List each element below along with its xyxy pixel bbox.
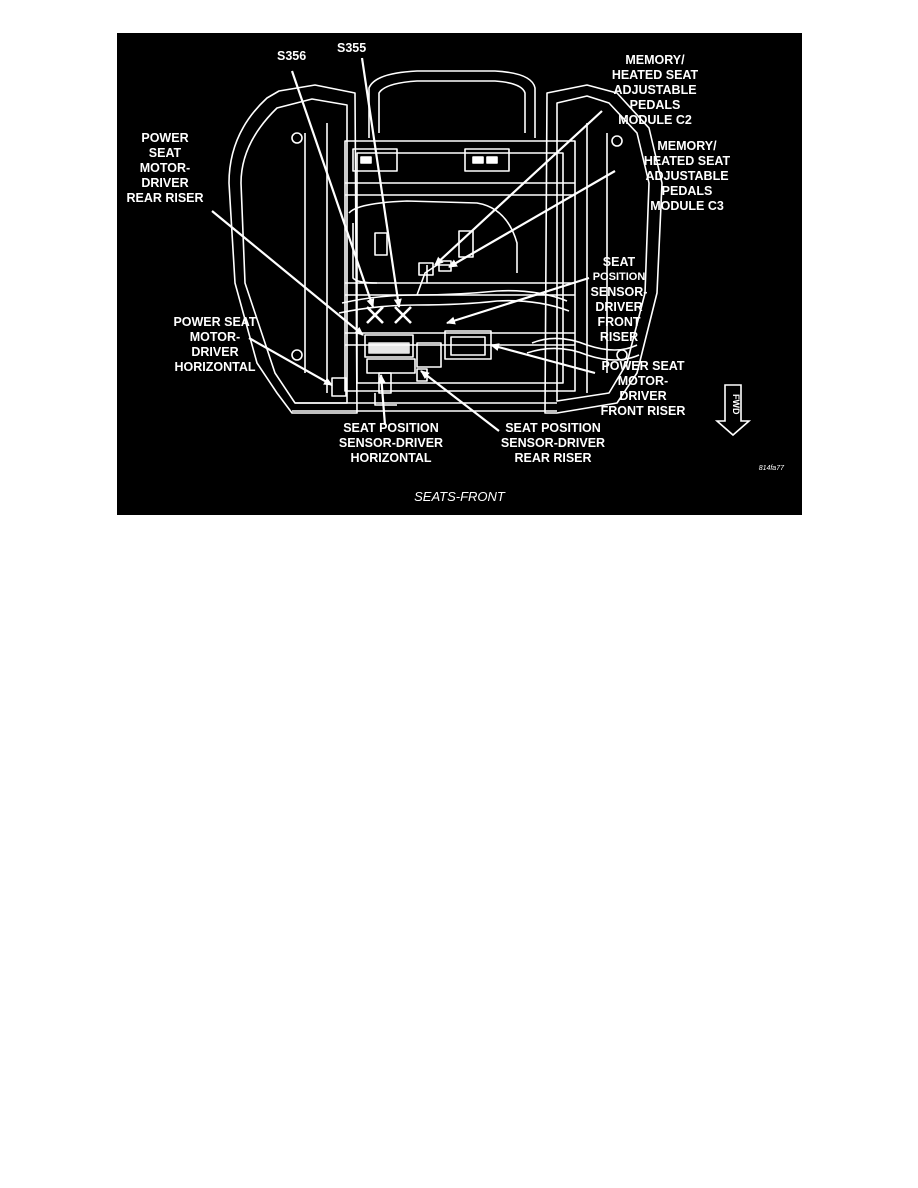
leader-s355 bbox=[360, 57, 402, 308]
label-memory-module-c3: MEMORY/ HEATED SEAT ADJUSTABLE PEDALS MO… bbox=[643, 139, 731, 213]
label-s356: S356 bbox=[277, 49, 307, 63]
leader-horizontal-motor bbox=[248, 337, 333, 386]
leader-c2 bbox=[434, 110, 603, 266]
label-s355: S355 bbox=[337, 41, 367, 55]
leader-rear-riser-sensor bbox=[420, 370, 500, 432]
figure-id: 814fa77 bbox=[758, 465, 784, 472]
fwd-arrow-icon: FWD bbox=[714, 384, 752, 437]
leader-s356 bbox=[290, 70, 375, 308]
label-memory-module-c2: MEMORY/ HEATED SEAT ADJUSTABLE PEDALS MO… bbox=[611, 53, 699, 127]
leader-horizontal-sensor bbox=[377, 374, 387, 426]
figure-caption: SEATS-FRONT bbox=[414, 489, 505, 504]
label-rear-riser-motor: POWER SEAT MOTOR- DRIVER REAR RISER bbox=[126, 131, 204, 205]
seat-wiring-diagram: FWD S356 S355 MEMORY/ HEATED SEAT ADJUST… bbox=[117, 33, 802, 515]
label-front-riser-sensor-seat: SEAT bbox=[602, 255, 636, 269]
leader-c3 bbox=[448, 170, 616, 268]
leader-front-riser-motor bbox=[490, 343, 596, 375]
leader-rear-riser-motor bbox=[211, 210, 364, 336]
seat-drawing: FWD bbox=[211, 57, 752, 437]
fwd-label: FWD bbox=[731, 394, 741, 415]
label-rear-riser-sensor: SEAT POSITION SENSOR-DRIVER REAR RISER bbox=[500, 421, 606, 465]
label-front-riser-sensor-position: POSITION bbox=[592, 271, 646, 283]
label-front-riser-sensor: SENSOR- DRIVER FRONT RISER bbox=[590, 285, 648, 344]
leader-front-riser-sensor bbox=[446, 276, 590, 325]
label-horizontal-sensor: SEAT POSITION SENSOR-DRIVER HORIZONTAL bbox=[338, 421, 444, 465]
label-horizontal-motor: POWER SEAT MOTOR- DRIVER HORIZONTAL bbox=[173, 315, 257, 374]
label-front-riser-motor: POWER SEAT MOTOR- DRIVER FRONT RISER bbox=[600, 359, 686, 418]
